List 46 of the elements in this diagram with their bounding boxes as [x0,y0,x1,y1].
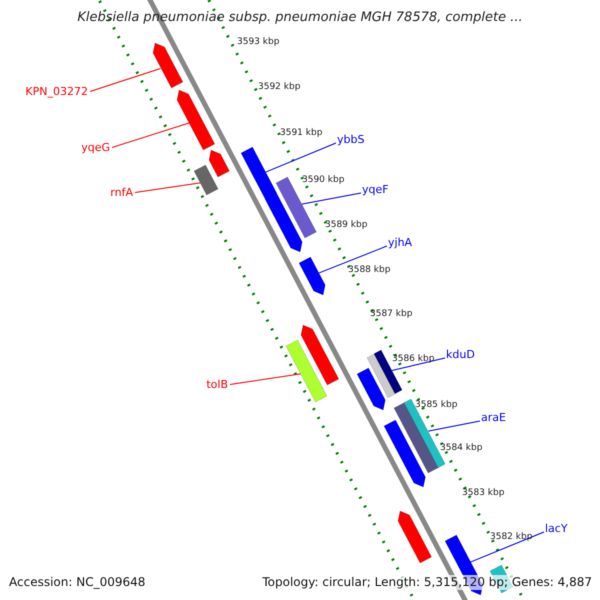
leader-line [90,68,162,92]
gene-label: ybbS [337,133,364,146]
scale-label: 3584 kbp [440,443,482,454]
gene-feature [264,192,302,252]
title: Klebsiella pneumoniae subsp. pneumoniae MGH 78578, complete ... [76,10,524,25]
leader-line [428,420,480,432]
gene-label: yqeG [81,141,110,154]
scale-label: 3588 kbp [348,265,390,276]
gene-block [286,340,327,402]
gene-feature [298,256,325,295]
leader-line [301,192,362,205]
genome-summary-text: Topology: circular; Length: 5,315,120 bp; Genes: 4,887 [262,575,592,590]
gene-feature [152,43,183,88]
gene-feature [177,90,216,150]
gene-feature [384,420,426,487]
gene-label: araE [481,411,506,424]
scale-label: 3583 kbp [462,488,504,499]
scale-label: 3590 kbp [302,175,344,186]
gene-label: rnfA [110,186,133,199]
accession-text: Accession: NC_009648 [9,575,146,590]
leader-line [265,142,336,173]
leader-line [318,246,388,274]
leader-line [230,373,301,385]
leader-line [391,358,446,371]
scale-label: 3589 kbp [325,220,368,231]
gene-label: tolB [206,378,228,391]
leader-line [470,532,544,563]
gene-label: KPN_03272 [25,85,88,98]
gene-feature [356,368,386,410]
scale-label: 3593 kbp [237,37,280,48]
scale-label: 3587 kbp [370,309,412,320]
scale-label: 3582 kbp [490,532,532,543]
scale-label: 3586 kbp [392,354,434,365]
gene-label: yqeF [362,183,389,196]
scale-label: 3585 kbp [415,400,458,411]
scale-label: 3592 kbp [258,82,300,93]
gene-feature [208,150,230,178]
gene-label: yjhA [388,236,412,249]
gene-label: lacY [545,522,568,535]
gene-block [194,164,218,195]
gene-label: kduD [446,348,475,361]
scale-label: 3591 kbp [280,128,322,139]
gene-feature [300,325,338,386]
leader-line [134,182,201,193]
leader-line [112,122,190,148]
gene-feature [398,511,432,564]
